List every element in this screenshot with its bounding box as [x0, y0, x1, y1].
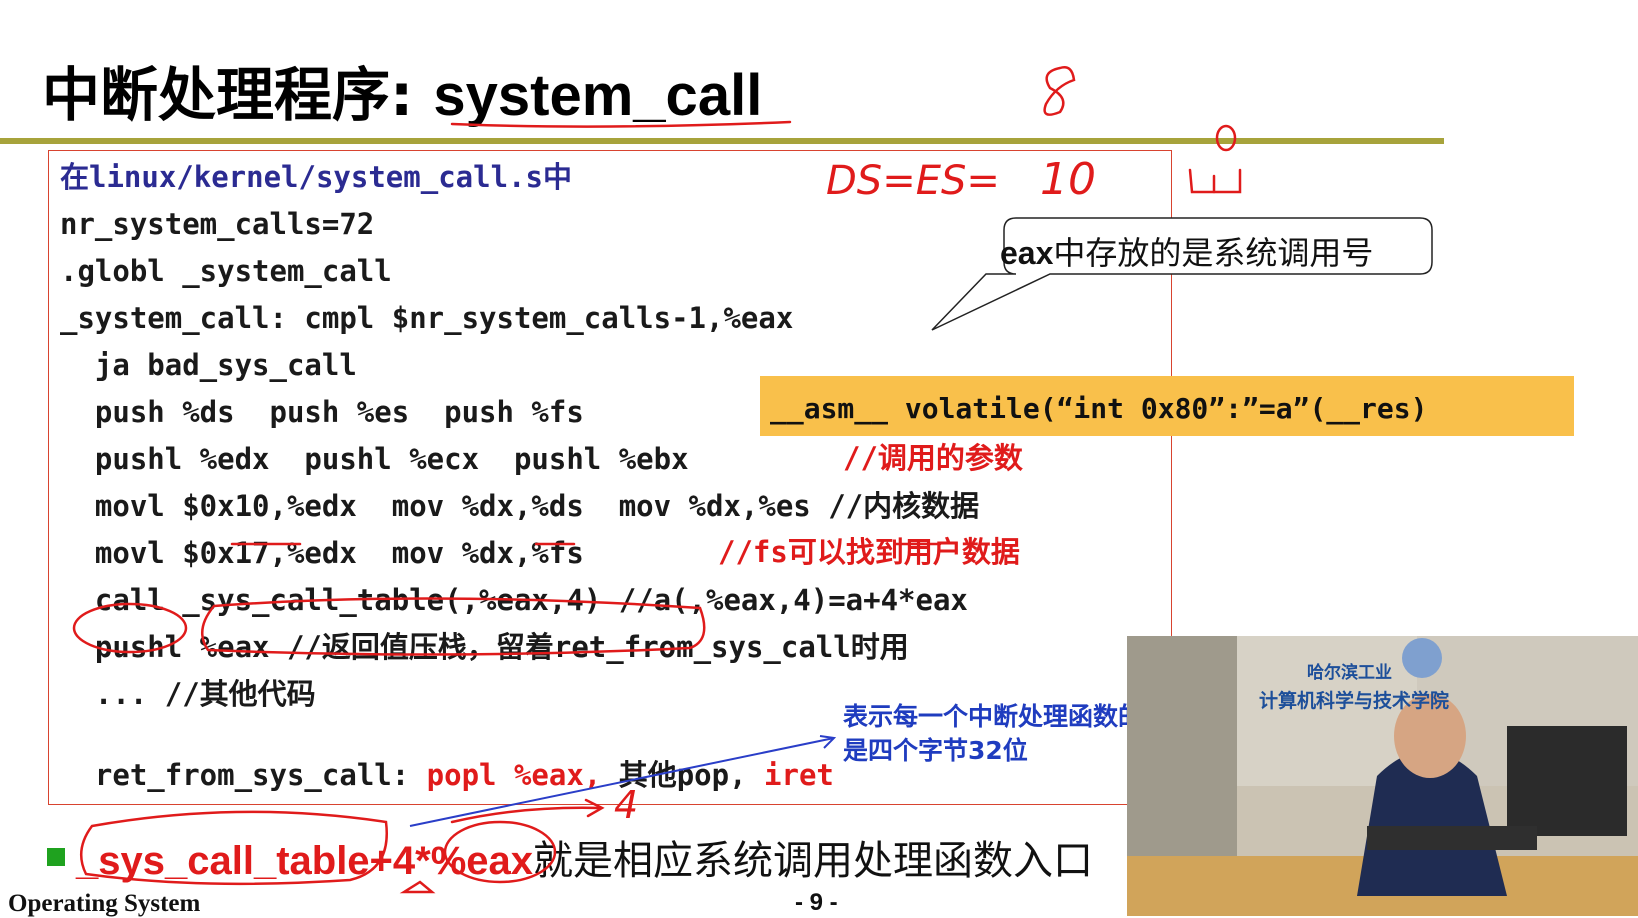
footer-page-number: - 9 -	[795, 889, 838, 916]
code-line-file: 在linux/kernel/system_call.s中	[60, 160, 572, 194]
bullet-black-text: 就是相应系统调用处理函数入口	[533, 838, 1094, 884]
ret-label: ret_from_sys_call:	[94, 758, 427, 792]
callout-bubble	[931, 217, 1433, 331]
callout-text: eax中存放的是系统调用号	[1000, 228, 1373, 274]
video-scene	[1127, 636, 1638, 916]
code-line-movl-10: movl $0x10,%edx mov %dx,%ds mov %dx,%es …	[60, 489, 980, 523]
callout-eax: eax	[1000, 235, 1054, 271]
note-line-2: 是四个字节32位	[843, 736, 1028, 765]
video-sign-2: 计算机科学与技术学院	[1259, 690, 1450, 712]
code-line-movl-17: movl $0x17,%edx mov %dx,%fs	[60, 536, 584, 570]
comment-params: //调用的参数	[843, 441, 1023, 475]
hw-eight	[1043, 66, 1076, 116]
comment-fs: //fs可以找到用户数据	[718, 535, 1020, 569]
asm-highlight	[760, 376, 1574, 436]
bullet-icon	[47, 848, 65, 866]
code-line-call: call _sys_call_table(,%eax,4) //a(,%eax,…	[60, 583, 968, 617]
presenter-face	[1394, 694, 1466, 778]
code-line-pushl-regs: pushl %edx pushl %ecx pushl %ebx	[60, 442, 689, 476]
code-line-ja: ja bad_sys_call	[60, 348, 357, 382]
video-overlay[interactable]: 哈尔滨工业 计算机科学与技术学院	[1127, 636, 1638, 916]
ret-popl: popl %eax,	[426, 758, 602, 792]
code-line-globl: .globl _system_call	[60, 254, 392, 288]
video-sign-1: 哈尔滨工业	[1307, 663, 1392, 683]
footer-course: Operating System	[8, 890, 201, 917]
presenter-body	[1357, 751, 1507, 896]
code-line-other: ... //其他代码	[60, 677, 316, 711]
code-line-ret: ret_from_sys_call: popl %eax, 其他pop, ire…	[60, 724, 834, 792]
logo-icon	[1402, 638, 1442, 678]
bullet-text: _sys_call_table+4*%eax就是相应系统调用处理函数入口	[76, 828, 1093, 886]
code-line-pushl-eax: pushl %eax //返回值压栈，留着ret_from_sys_call时用	[60, 630, 909, 664]
slide-title: 中断处理程序: system_call	[42, 48, 762, 132]
title-chinese: 中断处理程序:	[42, 61, 434, 129]
ret-iret: iret	[764, 758, 834, 792]
bullet-red-text: _sys_call_table+4*%eax	[76, 839, 534, 883]
title-english: system_call	[433, 63, 763, 128]
code-line-cmpl: _system_call: cmpl $nr_system_calls-1,%e…	[60, 301, 794, 335]
monitor-icon	[1507, 726, 1627, 836]
code-line-push-seg: push %ds push %es push %fs	[60, 395, 584, 429]
arrow-to-4	[450, 806, 602, 824]
title-divider	[0, 138, 1444, 144]
callout-rest: 中存放的是系统调用号	[1053, 234, 1374, 272]
keyboard-icon	[1367, 826, 1537, 850]
asm-line: __asm__ volatile(“int 0x80”:”=a”(__res)	[770, 392, 1428, 425]
ret-other: 其他pop,	[601, 758, 765, 792]
code-line-nr: nr_system_calls=72	[60, 207, 375, 241]
